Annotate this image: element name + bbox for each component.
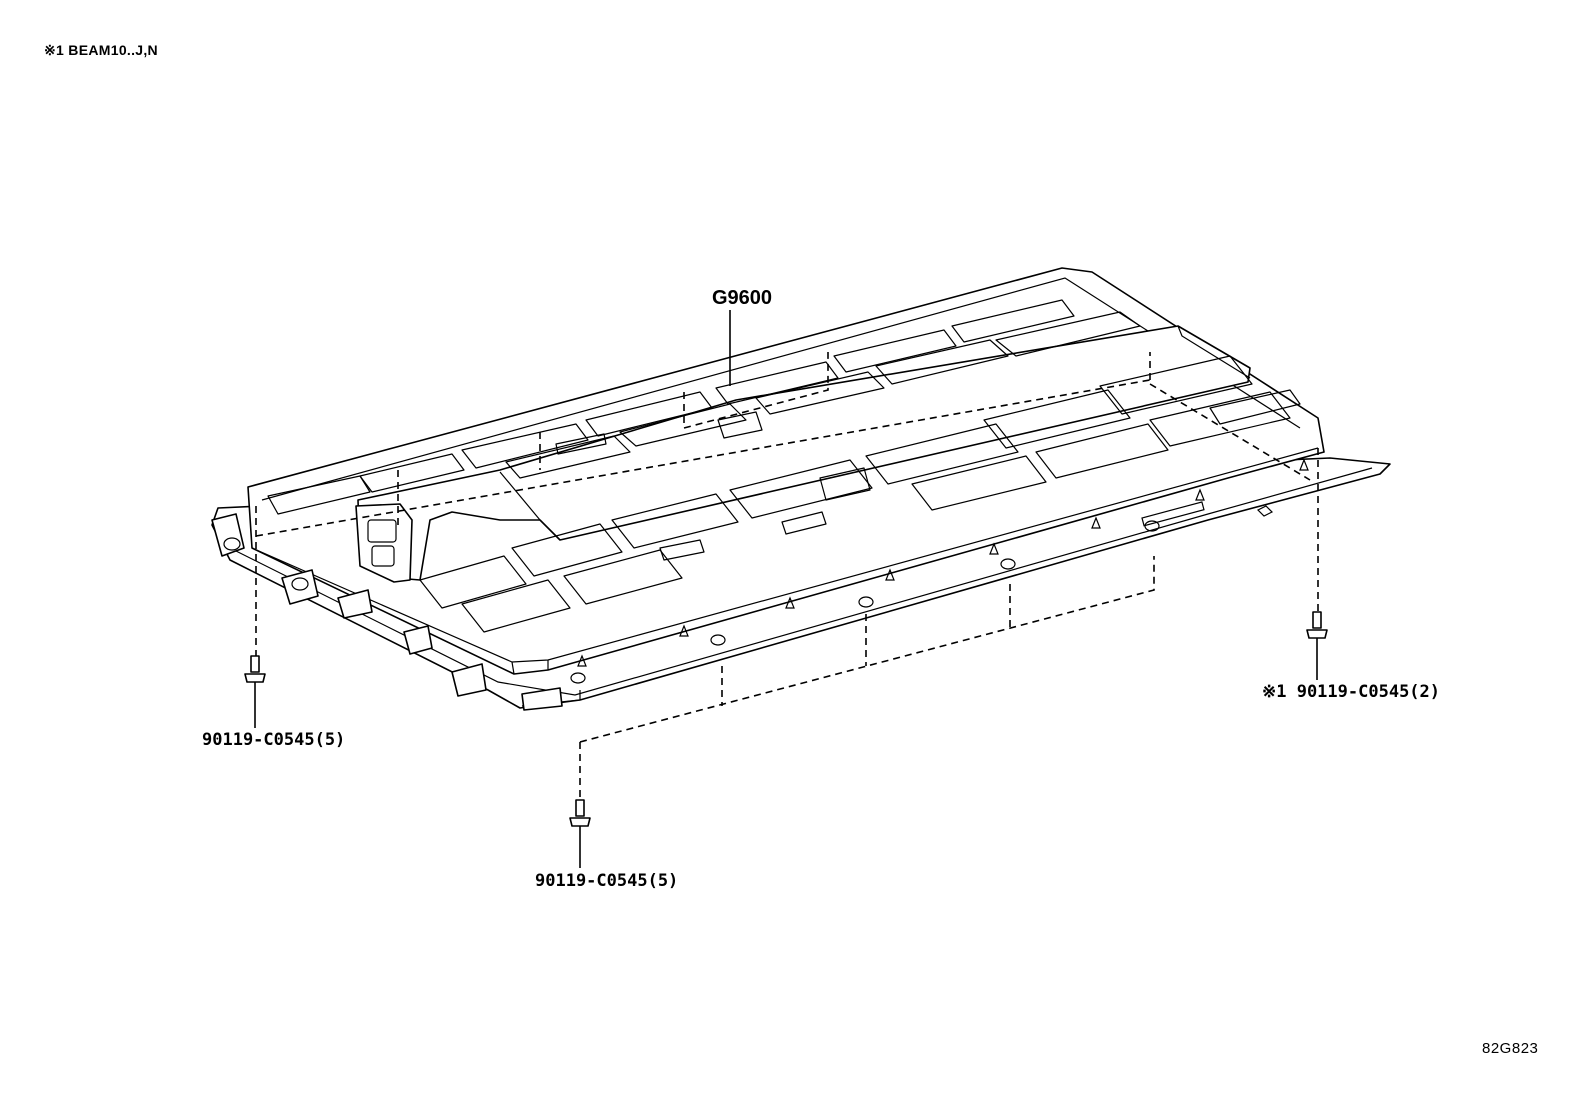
bolt-label-bottom: 90119-C0545(5) — [535, 871, 679, 891]
bolt-label-right: ※1 90119-C0545(2) — [1262, 682, 1441, 702]
figure-number: 82G823 — [1482, 1040, 1539, 1057]
hidden-lines — [255, 352, 1319, 800]
bolt-right — [1306, 611, 1328, 680]
left-brackets — [211, 513, 563, 711]
rail-studs — [570, 458, 1309, 684]
part-label-g9600: G9600 — [712, 287, 773, 309]
bolt-label-left: 90119-C0545(5) — [202, 730, 346, 750]
top-panels — [267, 299, 1301, 633]
bolt-bottom — [569, 799, 591, 868]
bolt-left — [244, 655, 266, 728]
applicability-note: ※1 BEAM10..J,N — [44, 42, 158, 58]
